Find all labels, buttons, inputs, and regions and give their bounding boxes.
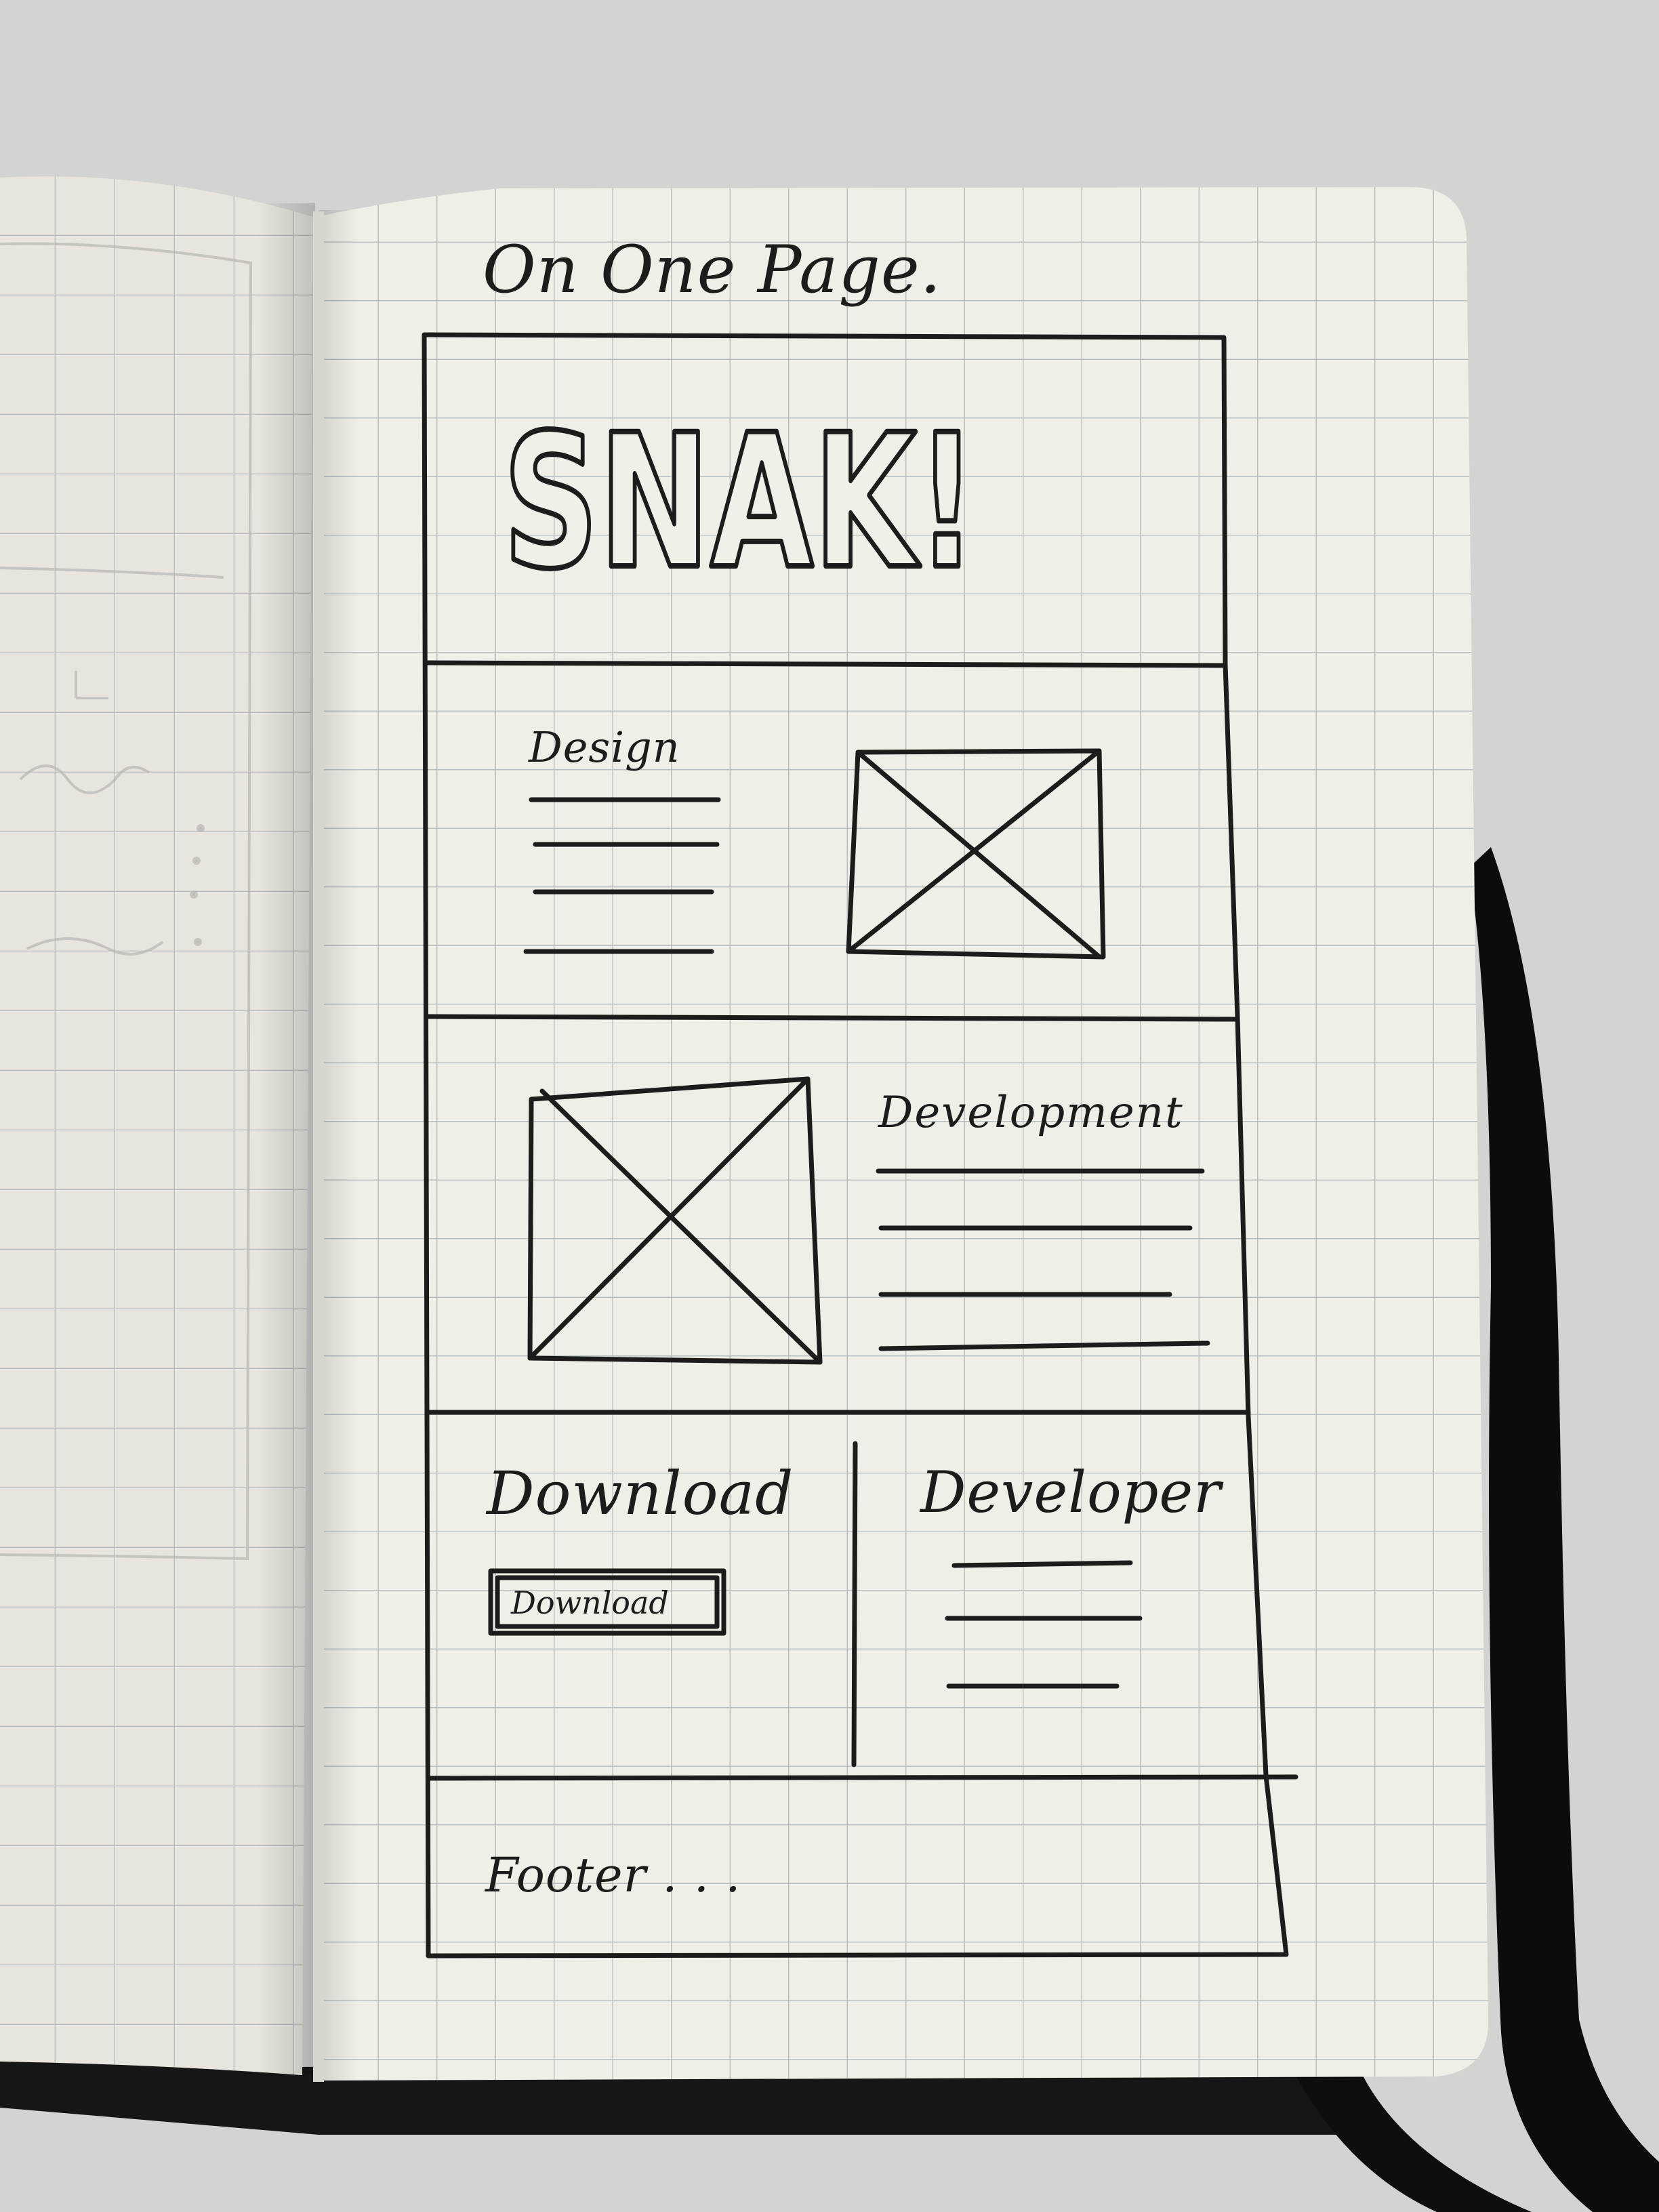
elastic-band	[1469, 847, 1659, 2212]
design-text-lines	[523, 797, 721, 954]
design-divider	[424, 1014, 1239, 1022]
page-title: On One Page.	[483, 232, 942, 308]
download-button	[488, 1568, 726, 1636]
developer-text-lines	[945, 1560, 1143, 1689]
development-image-placeholder	[527, 1076, 823, 1365]
development-heading: Development	[878, 1088, 1184, 1138]
design-image-placeholder	[846, 748, 1106, 960]
download-button-label[interactable]: Download	[511, 1584, 669, 1621]
download-column-divider	[851, 1441, 858, 1767]
footer-divider	[426, 1774, 1298, 1781]
left-page-ghost-sketch	[0, 242, 253, 1561]
wireframe-outer-frame	[422, 332, 1289, 1959]
header-divider	[424, 660, 1228, 668]
download-heading: Download	[487, 1458, 794, 1528]
wireframe-sketch	[422, 332, 1298, 1959]
footer-label: Footer . . .	[485, 1847, 741, 1903]
developer-heading: Developer	[920, 1459, 1222, 1525]
design-heading: Design	[529, 722, 680, 772]
development-text-lines	[876, 1168, 1210, 1351]
snak-logo: SNAK!	[503, 396, 977, 610]
